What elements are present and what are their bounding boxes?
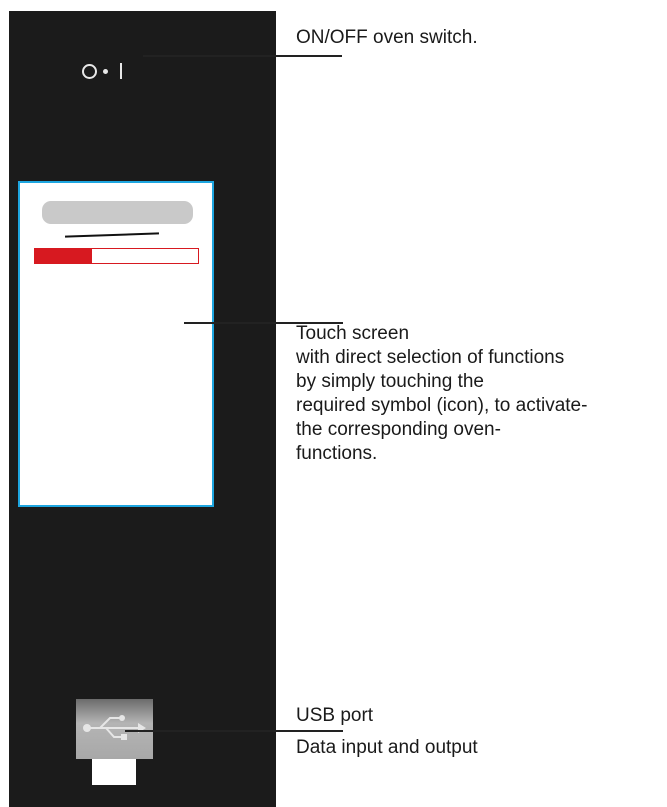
progress-fill — [35, 249, 93, 263]
usb-leader-line — [125, 730, 343, 732]
switch-label: ON/OFF oven switch. — [296, 27, 478, 48]
power-off-icon — [82, 63, 97, 79]
power-on-icon — [120, 63, 122, 79]
usb-connector — [92, 759, 136, 785]
oven-control-panel — [9, 11, 276, 807]
touchscreen-label: Touch screen with direct selection of fu… — [296, 323, 588, 464]
power-switch[interactable] — [82, 58, 122, 84]
usb-description-label: Data input and output — [296, 737, 478, 758]
usb-icon — [83, 715, 146, 740]
screen-divider — [64, 232, 160, 238]
usb-plug — [76, 699, 153, 759]
usb-port[interactable] — [76, 699, 153, 785]
screen-title-placeholder — [42, 201, 193, 224]
touch-screen[interactable] — [18, 181, 214, 507]
switch-leader-line — [143, 55, 342, 57]
power-dot-icon — [103, 68, 108, 74]
progress-bar — [34, 248, 199, 264]
touchscreen-leader-line — [184, 322, 343, 324]
usb-title-label: USB port — [296, 705, 374, 726]
